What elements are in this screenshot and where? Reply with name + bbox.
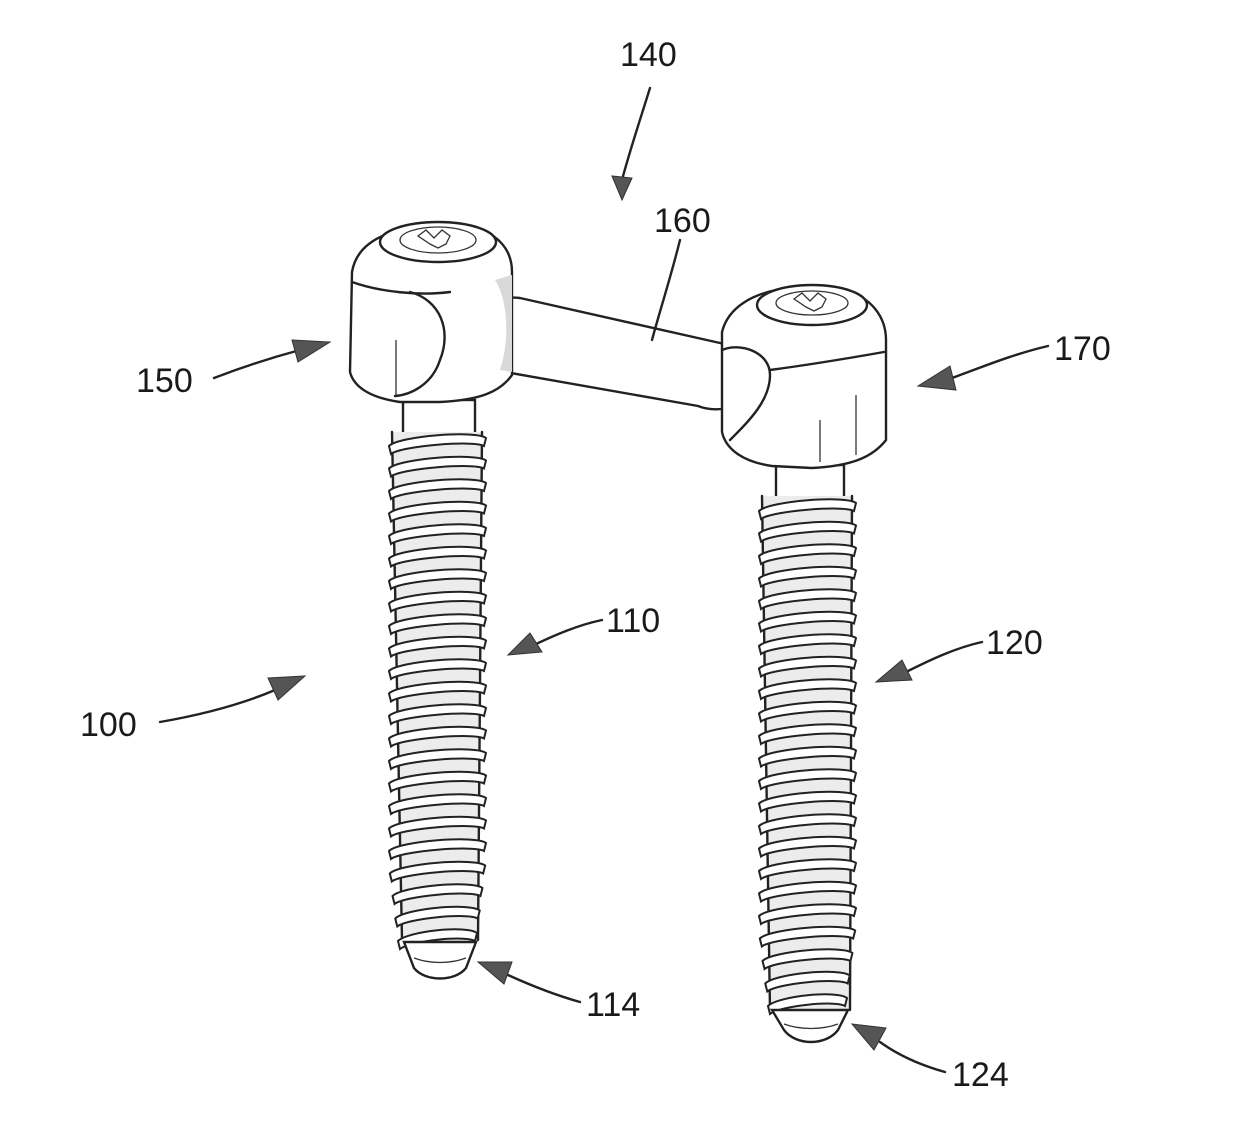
first-head (350, 222, 512, 402)
arrowhead-170 (918, 366, 956, 390)
label-170: 170 (1054, 330, 1111, 368)
label-160: 160 (654, 202, 711, 240)
arrowhead-120 (876, 660, 912, 682)
label-114: 114 (586, 986, 640, 1024)
leader-160 (652, 240, 680, 340)
leader-114 (508, 975, 580, 1002)
label-120: 120 (986, 624, 1043, 662)
leader-140 (622, 88, 650, 180)
label-124: 124 (952, 1056, 1009, 1094)
leader-124 (880, 1042, 945, 1072)
leader-170 (952, 346, 1048, 378)
leader-100 (160, 690, 275, 722)
second-screw (759, 465, 856, 1042)
arrowhead-140 (612, 176, 632, 200)
label-140: 140 (620, 36, 677, 74)
leader-110 (534, 620, 602, 645)
label-100: 100 (80, 706, 137, 744)
arrowhead-110 (508, 633, 542, 655)
arrowhead-150 (292, 340, 330, 362)
reference-labels: 140 160 150 170 110 120 100 114 124 (80, 36, 1111, 1094)
label-150: 150 (136, 362, 193, 400)
arrowhead-100 (268, 676, 305, 700)
leader-120 (906, 642, 982, 672)
leader-lines (160, 88, 1048, 1072)
second-screw-threads (759, 499, 856, 1014)
leader-150 (214, 350, 300, 378)
second-head (722, 285, 886, 468)
first-screw (389, 400, 486, 979)
arrowhead-124 (852, 1024, 886, 1050)
label-110: 110 (606, 602, 660, 640)
arrowhead-114 (478, 962, 512, 984)
first-screw-threads (389, 434, 486, 949)
